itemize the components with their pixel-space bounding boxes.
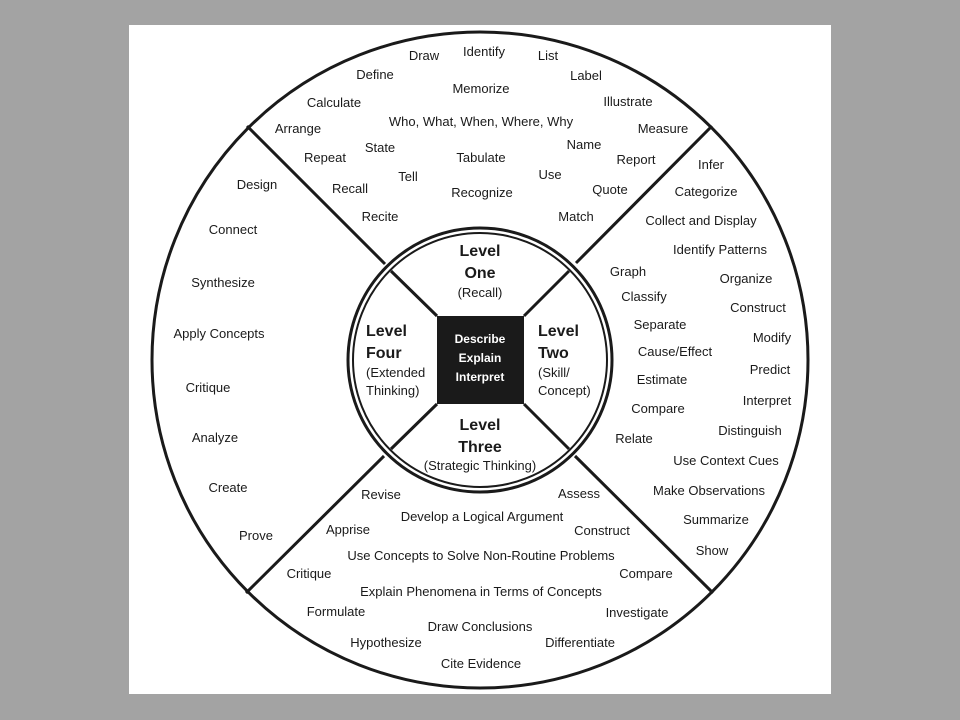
verb-graph: Graph (610, 264, 646, 279)
verb-design: Design (237, 177, 277, 192)
inner-divider-tl (389, 269, 439, 318)
verb-differentiate: Differentiate (545, 635, 615, 650)
verb-construct: Construct (730, 300, 786, 315)
verb-connect: Connect (209, 222, 258, 237)
verb-recite: Recite (362, 209, 399, 224)
level-two-title-1: Level (538, 323, 579, 340)
verb-collect-display: Collect and Display (645, 213, 757, 228)
verb-apply-concepts: Apply Concepts (173, 326, 265, 341)
verb-illustrate: Illustrate (603, 94, 652, 109)
inner-divider-tr (522, 269, 571, 318)
verb-memorize: Memorize (452, 81, 509, 96)
verb-calculate: Calculate (307, 95, 361, 110)
verb-measure: Measure (638, 121, 689, 136)
level-three-title-2: Three (458, 439, 502, 456)
verb-name: Name (567, 137, 602, 152)
level-two-title-2: Two (538, 345, 569, 362)
verb-relate: Relate (615, 431, 653, 446)
inner-ring (346, 226, 614, 494)
verb-report: Report (616, 152, 655, 167)
verb-modify: Modify (753, 330, 792, 345)
verb-draw-conclusions: Draw Conclusions (428, 619, 533, 634)
verb-critique-l4: Critique (186, 380, 231, 395)
verb-explain-phenomena: Explain Phenomena in Terms of Concepts (360, 584, 602, 599)
core-ring (352, 232, 608, 488)
verb-create: Create (208, 480, 247, 495)
center-box (437, 316, 524, 404)
verb-identify: Identify (463, 44, 505, 59)
center-text-2: Explain (459, 351, 502, 365)
verb-distinguish: Distinguish (718, 423, 782, 438)
verb-classify: Classify (621, 289, 667, 304)
inner-divider-bl (389, 402, 439, 451)
verb-use-context-cues: Use Context Cues (673, 453, 779, 468)
level-four-title-1: Level (366, 323, 407, 340)
verb-wh-questions: Who, What, When, Where, Why (389, 114, 574, 129)
verb-draw: Draw (409, 48, 440, 63)
level-four-subtitle-1: (Extended (366, 365, 425, 380)
verb-apprise: Apprise (326, 522, 370, 537)
verb-compare-l3: Compare (619, 566, 672, 581)
verb-arrange: Arrange (275, 121, 321, 136)
verb-summarize: Summarize (683, 512, 749, 527)
outer-ring (150, 30, 810, 690)
level-three-subtitle: (Strategic Thinking) (424, 458, 536, 473)
verb-show: Show (696, 543, 729, 558)
level-two-subtitle-2: Concept) (538, 383, 591, 398)
verb-revise: Revise (361, 487, 401, 502)
center-text-3: Interpret (456, 370, 505, 384)
verb-recall: Recall (332, 181, 368, 196)
verb-recognize: Recognize (451, 185, 512, 200)
verb-infer: Infer (698, 157, 725, 172)
divider-top-left (245, 124, 387, 266)
verb-define: Define (356, 67, 394, 82)
verb-label: Label (570, 68, 602, 83)
verb-organize: Organize (720, 271, 773, 286)
level-four-subtitle-2: Thinking) (366, 383, 419, 398)
divider-top-right (574, 124, 714, 265)
verb-tell: Tell (398, 169, 418, 184)
level-one-title-1: Level (460, 243, 501, 260)
verb-categorize: Categorize (675, 184, 738, 199)
verb-critique-l3: Critique (287, 566, 332, 581)
verb-prove: Prove (239, 528, 273, 543)
divider-bottom-left (244, 454, 386, 595)
verb-repeat: Repeat (304, 150, 346, 165)
inner-divider-br (522, 402, 571, 451)
verb-state: State (365, 140, 395, 155)
level-two-subtitle-1: (Skill/ (538, 365, 570, 380)
verb-quote: Quote (592, 182, 627, 197)
verb-separate: Separate (634, 317, 687, 332)
verb-interpret: Interpret (743, 393, 792, 408)
verb-make-observations: Make Observations (653, 483, 765, 498)
verb-synthesize: Synthesize (191, 275, 255, 290)
verb-use: Use (538, 167, 561, 182)
verb-investigate: Investigate (606, 605, 669, 620)
level-four-title-2: Four (366, 345, 402, 362)
verb-develop-argument: Develop a Logical Argument (401, 509, 564, 524)
verb-formulate: Formulate (307, 604, 366, 619)
verb-analyze: Analyze (192, 430, 238, 445)
verb-list: List (538, 48, 559, 63)
verb-predict: Predict (750, 362, 791, 377)
verb-use-concepts: Use Concepts to Solve Non-Routine Proble… (347, 548, 615, 563)
level-one-subtitle: (Recall) (458, 285, 503, 300)
verb-estimate: Estimate (637, 372, 688, 387)
verb-assess: Assess (558, 486, 600, 501)
level-three-title-1: Level (460, 417, 501, 434)
center-text-1: Describe (455, 332, 506, 346)
verb-cause-effect: Cause/Effect (638, 344, 713, 359)
verb-cite-evidence: Cite Evidence (441, 656, 521, 671)
verb-compare-l2: Compare (631, 401, 684, 416)
divider-bottom-right (573, 454, 715, 595)
level-one-title-2: One (464, 265, 495, 282)
verb-hypothesize: Hypothesize (350, 635, 422, 650)
verb-identify-patterns: Identify Patterns (673, 242, 767, 257)
verb-match: Match (558, 209, 593, 224)
verb-tabulate: Tabulate (456, 150, 505, 165)
verb-construct-l3: Construct (574, 523, 630, 538)
